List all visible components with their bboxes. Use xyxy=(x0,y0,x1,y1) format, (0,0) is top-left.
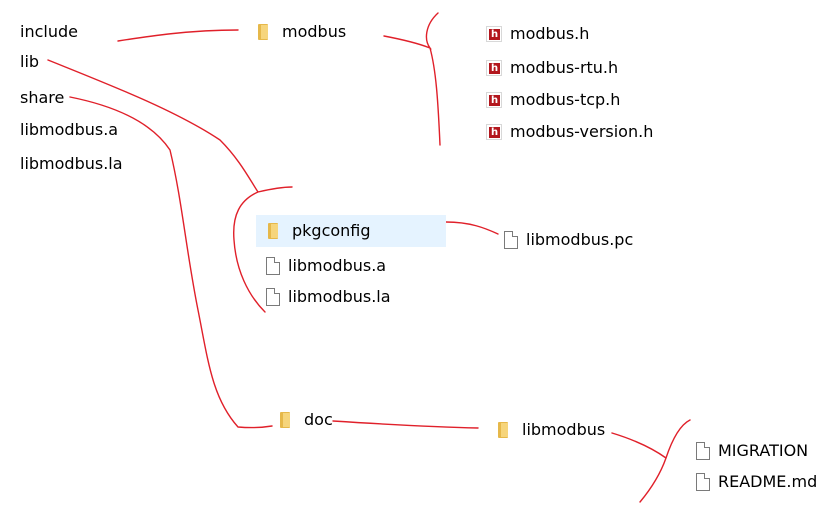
folder-label: modbus xyxy=(282,22,347,41)
folder-label: doc xyxy=(304,410,333,429)
file-icon xyxy=(696,473,710,491)
folder-pkgconfig[interactable]: pkgconfig xyxy=(256,215,446,247)
connector-modbus-headers xyxy=(383,12,441,146)
folder-libmodbus[interactable]: libmodbus xyxy=(498,420,605,440)
folder-modbus[interactable]: modbus xyxy=(258,22,346,42)
connector-lib-contents xyxy=(47,59,293,313)
file-label: modbus-rtu.h xyxy=(510,58,619,77)
file-migration[interactable]: MIGRATION xyxy=(696,441,808,461)
file-modbus-version-h[interactable]: h modbus-version.h xyxy=(486,122,653,142)
file-label: MIGRATION xyxy=(718,441,809,460)
file-label: modbus.h xyxy=(510,24,590,43)
root-item-share[interactable]: share xyxy=(20,88,64,108)
root-item-label: libmodbus.la xyxy=(20,154,123,173)
folder-icon xyxy=(268,223,278,239)
folder-doc[interactable]: doc xyxy=(280,410,333,430)
file-libmodbus-pc[interactable]: libmodbus.pc xyxy=(504,230,633,250)
root-item-label: libmodbus.a xyxy=(20,120,119,139)
folder-label: libmodbus xyxy=(522,420,606,439)
file-lib-libmodbus-a[interactable]: libmodbus.a xyxy=(266,256,386,276)
file-modbus-rtu-h[interactable]: h modbus-rtu.h xyxy=(486,58,618,78)
connector-libmodbus-docs xyxy=(611,419,691,503)
file-label: modbus-tcp.h xyxy=(510,90,621,109)
root-item-label: share xyxy=(20,88,65,107)
root-item-libmodbus-a[interactable]: libmodbus.a xyxy=(20,120,118,140)
header-file-icon: h xyxy=(486,26,502,42)
root-item-include[interactable]: include xyxy=(20,22,78,42)
header-file-icon: h xyxy=(486,124,502,140)
file-modbus-h[interactable]: h modbus.h xyxy=(486,24,589,44)
connector-doc-libmodbus xyxy=(332,420,479,429)
file-readme-md[interactable]: README.md xyxy=(696,472,817,492)
header-file-icon: h xyxy=(486,60,502,76)
file-icon xyxy=(266,288,280,306)
file-modbus-tcp-h[interactable]: h modbus-tcp.h xyxy=(486,90,620,110)
file-label: libmodbus.a xyxy=(288,256,387,275)
root-item-label: include xyxy=(20,22,78,41)
folder-icon xyxy=(280,412,290,428)
file-label: modbus-version.h xyxy=(510,122,654,141)
file-icon xyxy=(696,442,710,460)
folder-icon xyxy=(258,24,268,40)
header-file-icon: h xyxy=(486,92,502,108)
connector-pkgconfig-pc xyxy=(445,221,499,235)
file-icon xyxy=(266,257,280,275)
folder-label: pkgconfig xyxy=(292,221,371,240)
connector-include-modbus xyxy=(117,29,239,42)
folder-icon xyxy=(498,422,508,438)
root-item-libmodbus-la[interactable]: libmodbus.la xyxy=(20,154,123,174)
file-lib-libmodbus-la[interactable]: libmodbus.la xyxy=(266,287,391,307)
file-label: README.md xyxy=(718,472,818,491)
file-label: libmodbus.la xyxy=(288,287,391,306)
root-item-lib[interactable]: lib xyxy=(20,52,39,72)
file-icon xyxy=(504,231,518,249)
file-label: libmodbus.pc xyxy=(526,230,634,249)
connector-share-doc xyxy=(69,96,273,429)
root-item-label: lib xyxy=(20,52,40,71)
